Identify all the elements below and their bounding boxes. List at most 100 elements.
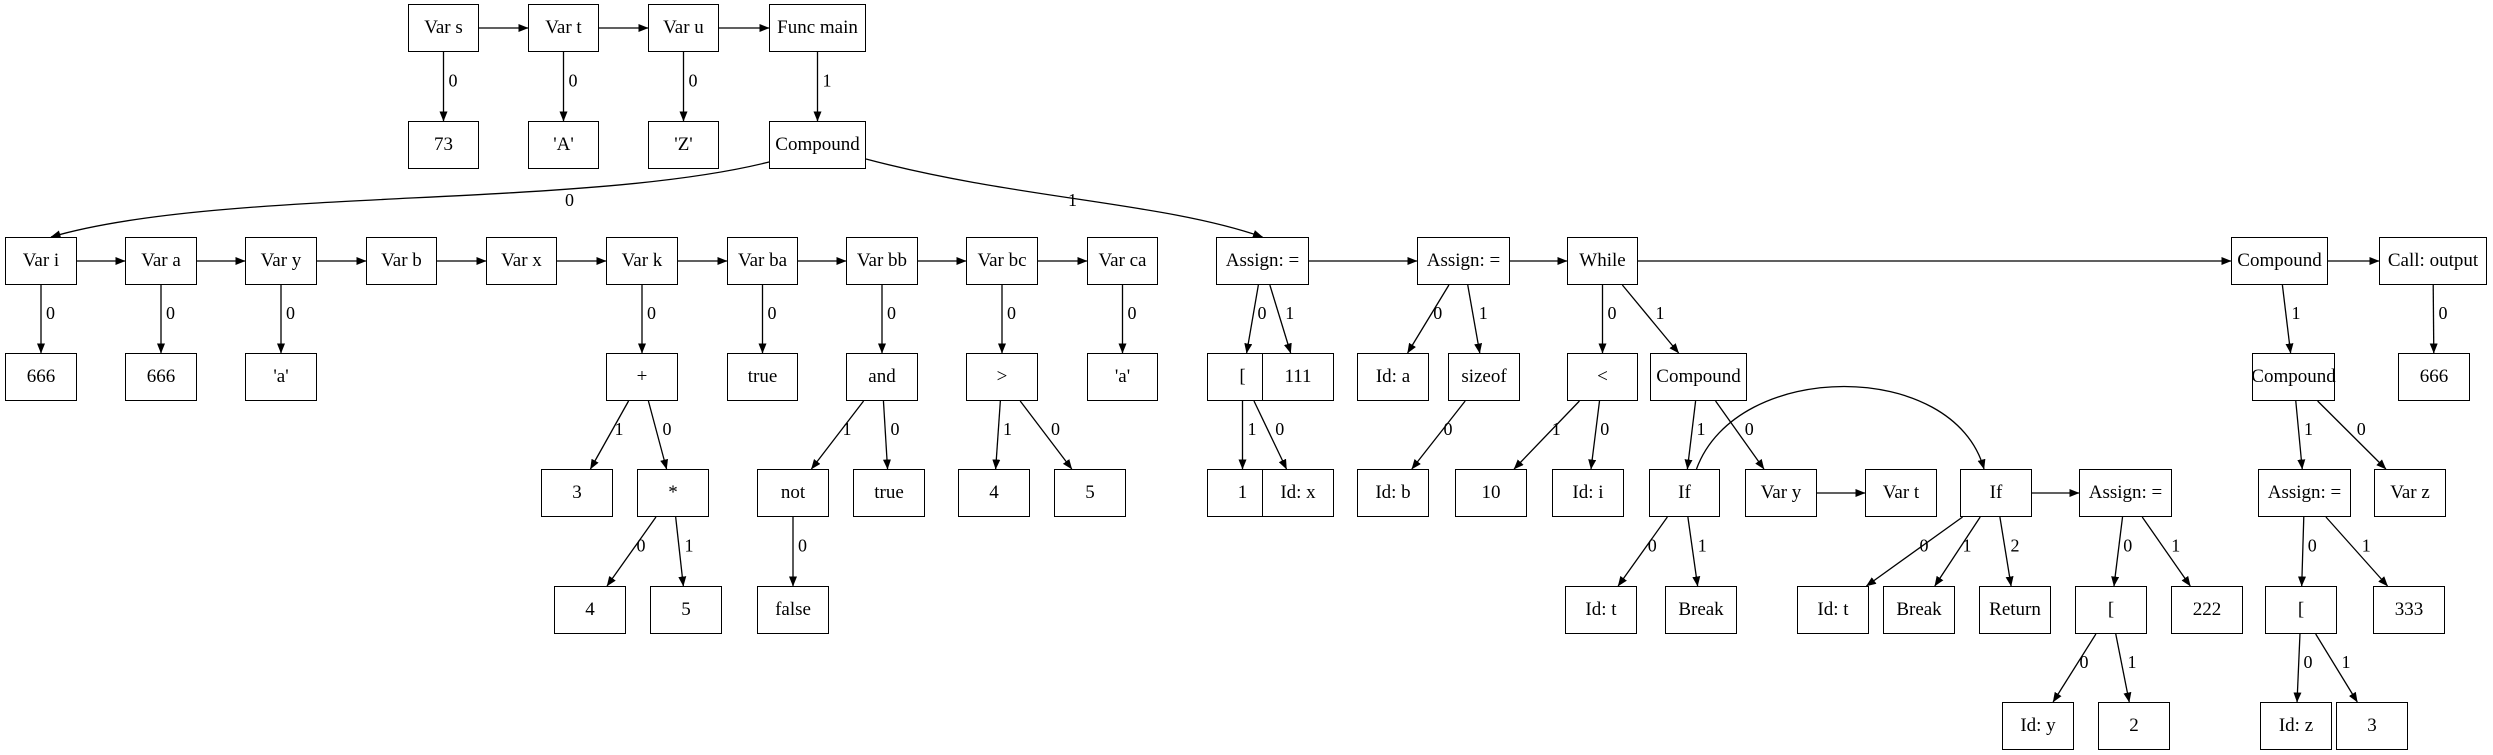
edge-plus-to-mul	[647, 400, 668, 470]
edge-idx4-to-lit-3-idx	[2315, 633, 2358, 703]
ast-node-false: false	[757, 586, 829, 634]
ast-node-lit-a-ca: 'a'	[1087, 353, 1158, 401]
ast-node-id-z: Id: z	[2260, 702, 2332, 750]
edge-mul-to-lit-5-mul	[675, 516, 687, 587]
edge-label: 0	[768, 303, 777, 323]
edge-if1-to-if2	[1695, 385, 1986, 470]
edge-label: 0	[1648, 536, 1657, 556]
edge-label: 1	[1248, 419, 1257, 439]
edge-compound-w-to-if1	[1684, 400, 1697, 470]
edge-label: 1	[685, 536, 694, 556]
ast-node-idx3: [	[2075, 586, 2147, 634]
ast-node-mul: *	[637, 469, 709, 517]
edge-label: 1	[1003, 419, 1012, 439]
edge-if2-to-return	[1999, 516, 2014, 587]
ast-node-compound-r2: Compound	[2251, 353, 2336, 401]
ast-node-lit-5-gt: 5	[1054, 469, 1126, 517]
ast-node-var-i: Var i	[5, 237, 77, 285]
ast-node-lit-666-a: 666	[125, 353, 197, 401]
edge-label: 1	[1552, 419, 1561, 439]
edge-label: 1	[1656, 303, 1665, 323]
ast-node-lit-666-call: 666	[2398, 353, 2470, 401]
ast-node-var-y-w: Var y	[1745, 469, 1817, 517]
ast-node-var-z: Var z	[2374, 469, 2446, 517]
ast-node-var-k: Var k	[606, 237, 678, 285]
ast-node-var-b: Var b	[366, 237, 437, 285]
ast-node-var-y-decl: Var y	[245, 237, 317, 285]
edge-assign4-to-idx4	[2298, 516, 2307, 587]
edge-lt-to-lit-10	[1513, 400, 1580, 470]
edge-assign4-to-lit-333	[2325, 516, 2389, 587]
edge-gt-to-lit-5-gt	[1019, 400, 1073, 470]
edge-assign3-to-lit-222	[2141, 516, 2191, 587]
ast-node-true-and: true	[853, 469, 925, 517]
edge-compound-main-to-assign1	[865, 158, 1263, 238]
edge-label: 0	[2304, 652, 2313, 672]
ast-node-compound-main: Compound	[769, 121, 866, 169]
ast-node-lit-222: 222	[2171, 586, 2243, 634]
edge-compound-r2-to-assign4	[2295, 400, 2306, 470]
edge-label: 0	[1275, 419, 1284, 439]
ast-node-var-u: Var u	[648, 4, 719, 52]
edge-label: 1	[2171, 536, 2180, 556]
ast-node-lit-2: 2	[2098, 702, 2170, 750]
edge-compound-r2-to-var-z	[2317, 400, 2387, 470]
edge-assign1-to-idx1	[1244, 284, 1260, 354]
ast-node-lit-5-mul: 5	[650, 586, 722, 634]
edge-label: 1	[1697, 419, 1706, 439]
ast-node-not: not	[757, 469, 829, 517]
edge-label: 1	[2128, 652, 2137, 672]
ast-node-var-bb: Var bb	[846, 237, 918, 285]
ast-node-gt: >	[966, 353, 1038, 401]
ast-node-assign4: Assign: =	[2258, 469, 2351, 517]
ast-node-id-y: Id: y	[2002, 702, 2074, 750]
edge-label: 1	[843, 419, 852, 439]
ast-node-break-if2: Break	[1883, 586, 1955, 634]
edge-label: 0	[46, 303, 55, 323]
ast-node-if2: If	[1960, 469, 2032, 517]
edge-if1-to-break-if1	[1687, 516, 1701, 587]
edge-if2-to-break-if2	[1934, 516, 1981, 587]
ast-node-id-i: Id: i	[1552, 469, 1624, 517]
edge-label: 2	[2011, 536, 2020, 556]
edge-label: 1	[615, 419, 624, 439]
ast-node-func-main: Func main	[769, 4, 866, 52]
ast-node-lit-A: 'A'	[528, 121, 599, 169]
edge-sizeof-to-id-b	[1411, 400, 1466, 470]
edge-idx4-to-id-z	[2293, 633, 2302, 703]
edge-if1-to-id-t-if1	[1617, 516, 1668, 587]
edge-idx1-to-id-x	[1253, 400, 1288, 470]
edge-gt-to-lit-4-gt	[992, 400, 1001, 470]
edge-label: 1	[1068, 190, 1077, 210]
edge-label: 1	[2292, 303, 2301, 323]
ast-node-lit-Z: 'Z'	[648, 121, 719, 169]
ast-node-lit-10: 10	[1455, 469, 1527, 517]
edge-label: 0	[1433, 303, 1442, 323]
edge-compound-main-to-var-i	[50, 160, 774, 239]
edge-idx3-to-id-y	[2052, 633, 2097, 703]
ast-node-lit-4-mul: 4	[554, 586, 626, 634]
ast-node-lit-a-y: 'a'	[245, 353, 317, 401]
ast-node-lit-111: 111	[1262, 353, 1334, 401]
ast-node-var-x: Var x	[486, 237, 557, 285]
edge-label: 0	[689, 71, 698, 91]
edge-label: 1	[1479, 303, 1488, 323]
ast-node-var-bc: Var bc	[966, 237, 1038, 285]
edge-label: 0	[2439, 303, 2448, 323]
edge-call-output-to-lit-666-call	[2429, 284, 2438, 354]
ast-node-lit-3: 3	[541, 469, 613, 517]
edge-label: 0	[1608, 303, 1617, 323]
edge-label: 0	[569, 71, 578, 91]
edge-and-to-not	[810, 400, 865, 470]
edge-label: 0	[1444, 419, 1453, 439]
ast-node-plus: +	[606, 353, 678, 401]
ast-node-var-s: Var s	[408, 4, 479, 52]
edge-mul-to-lit-4-mul	[606, 516, 657, 587]
edge-label: 0	[2080, 652, 2089, 672]
edge-assign2-to-sizeof	[1467, 284, 1483, 354]
ast-node-call-output: Call: output	[2379, 237, 2487, 285]
edge-compound-w-to-var-y-w	[1715, 400, 1765, 470]
ast-node-and: and	[846, 353, 918, 401]
